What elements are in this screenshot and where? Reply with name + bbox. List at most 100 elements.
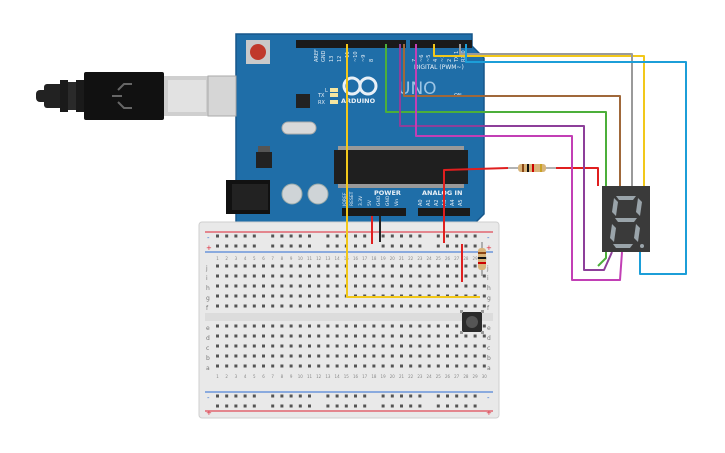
breadboard-hole[interactable] (335, 324, 339, 328)
rail-hole[interactable] (243, 234, 247, 238)
breadboard-hole[interactable] (317, 364, 321, 368)
breadboard-hole[interactable] (372, 274, 376, 278)
breadboard-hole[interactable] (271, 264, 275, 268)
rail-hole[interactable] (446, 244, 449, 248)
breadboard-hole[interactable] (280, 304, 284, 308)
breadboard-hole[interactable] (280, 294, 284, 298)
breadboard-hole[interactable] (436, 274, 440, 278)
rail-hole[interactable] (289, 244, 293, 248)
breadboard-hole[interactable] (344, 334, 348, 338)
breadboard-hole[interactable] (252, 284, 256, 288)
rail-hole[interactable] (298, 244, 302, 248)
breadboard-hole[interactable] (216, 334, 219, 338)
rail-hole[interactable] (216, 404, 219, 408)
rail-hole[interactable] (381, 244, 385, 248)
breadboard-hole[interactable] (464, 354, 468, 358)
breadboard-hole[interactable] (446, 344, 449, 348)
breadboard-hole[interactable] (298, 274, 302, 278)
rail-hole[interactable] (446, 394, 449, 398)
resistor-2-icon[interactable] (508, 164, 556, 172)
breadboard-hole[interactable] (390, 344, 394, 348)
breadboard-hole[interactable] (390, 334, 394, 338)
breadboard-hole[interactable] (400, 344, 403, 348)
rail-hole[interactable] (225, 404, 229, 408)
rail-hole[interactable] (280, 404, 284, 408)
breadboard-hole[interactable] (409, 334, 413, 338)
rail-hole[interactable] (464, 394, 468, 398)
breadboard-hole[interactable] (409, 274, 413, 278)
breadboard-hole[interactable] (400, 354, 403, 358)
breadboard-hole[interactable] (464, 264, 468, 268)
breadboard-hole[interactable] (381, 334, 385, 338)
rail-hole[interactable] (234, 394, 238, 398)
rail-hole[interactable] (344, 404, 348, 408)
breadboard-hole[interactable] (409, 364, 413, 368)
breadboard-hole[interactable] (280, 344, 284, 348)
breadboard-hole[interactable] (446, 284, 449, 288)
rail-hole[interactable] (243, 394, 247, 398)
rail-hole[interactable] (455, 234, 459, 238)
breadboard-hole[interactable] (317, 274, 321, 278)
breadboard-hole[interactable] (326, 304, 330, 308)
rail-hole[interactable] (381, 394, 385, 398)
breadboard-hole[interactable] (335, 274, 339, 278)
rail-hole[interactable] (464, 244, 468, 248)
breadboard-hole[interactable] (464, 334, 468, 338)
breadboard-hole[interactable] (326, 274, 330, 278)
breadboard-hole[interactable] (354, 354, 357, 358)
rail-hole[interactable] (409, 404, 413, 408)
breadboard-hole[interactable] (372, 324, 376, 328)
breadboard-hole[interactable] (262, 334, 265, 338)
rail-hole[interactable] (252, 404, 256, 408)
breadboard-hole[interactable] (289, 364, 293, 368)
rail-hole[interactable] (354, 244, 357, 248)
rail-hole[interactable] (308, 244, 311, 248)
breadboard-hole[interactable] (243, 324, 247, 328)
breadboard-hole[interactable] (308, 344, 311, 348)
breadboard-hole[interactable] (335, 264, 339, 268)
breadboard-hole[interactable] (427, 284, 431, 288)
breadboard-hole[interactable] (243, 304, 247, 308)
breadboard-hole[interactable] (262, 304, 265, 308)
rail-hole[interactable] (252, 394, 256, 398)
breadboard-hole[interactable] (464, 364, 468, 368)
breadboard-hole[interactable] (280, 324, 284, 328)
rail-hole[interactable] (363, 394, 367, 398)
breadboard-hole[interactable] (381, 324, 385, 328)
breadboard-hole[interactable] (298, 284, 302, 288)
rail-hole[interactable] (418, 234, 422, 238)
rail-hole[interactable] (234, 234, 238, 238)
rail-hole[interactable] (326, 234, 330, 238)
breadboard-hole[interactable] (409, 324, 413, 328)
breadboard-hole[interactable] (436, 344, 440, 348)
breadboard-hole[interactable] (344, 324, 348, 328)
breadboard-hole[interactable] (335, 304, 339, 308)
rail-hole[interactable] (216, 244, 219, 248)
breadboard-hole[interactable] (280, 334, 284, 338)
rail-hole[interactable] (298, 234, 302, 238)
breadboard-hole[interactable] (216, 304, 219, 308)
breadboard-hole[interactable] (326, 324, 330, 328)
breadboard-hole[interactable] (436, 364, 440, 368)
breadboard-hole[interactable] (390, 274, 394, 278)
breadboard-hole[interactable] (455, 264, 459, 268)
breadboard-hole[interactable] (289, 354, 293, 358)
rail-hole[interactable] (326, 394, 330, 398)
breadboard-hole[interactable] (262, 274, 265, 278)
breadboard-hole[interactable] (446, 304, 449, 308)
rail-hole[interactable] (271, 394, 275, 398)
breadboard-hole[interactable] (400, 274, 403, 278)
breadboard-hole[interactable] (372, 284, 376, 288)
rail-hole[interactable] (308, 234, 311, 238)
rail-hole[interactable] (280, 394, 284, 398)
breadboard-hole[interactable] (234, 304, 238, 308)
breadboard-hole[interactable] (446, 324, 449, 328)
rail-hole[interactable] (455, 404, 459, 408)
breadboard-hole[interactable] (455, 274, 459, 278)
breadboard-hole[interactable] (363, 324, 367, 328)
rail-hole[interactable] (326, 404, 330, 408)
breadboard-hole[interactable] (344, 354, 348, 358)
breadboard-hole[interactable] (455, 344, 459, 348)
breadboard-hole[interactable] (262, 324, 265, 328)
breadboard-hole[interactable] (262, 364, 265, 368)
